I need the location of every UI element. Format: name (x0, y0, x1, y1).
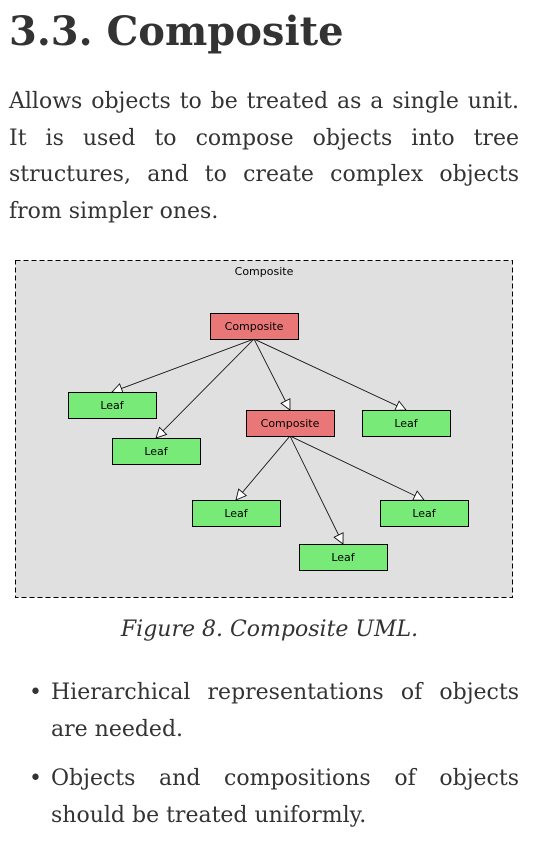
leaf-box (68, 392, 157, 419)
leaf-label: Leaf (224, 507, 248, 520)
bullet-item: • Hierarchical representations of object… (29, 675, 519, 748)
edge-sub-leaf4 (242, 435, 291, 493)
leaf-label: Leaf (412, 507, 436, 520)
leaf-box (192, 500, 281, 527)
section-title: 3.3. Composite (9, 8, 344, 55)
bullet-list: • Hierarchical representations of object… (0, 675, 539, 847)
leaf-label: Leaf (144, 445, 168, 458)
composite-label: Composite (225, 320, 284, 333)
leaf-node-leaf3: Leaf (362, 410, 451, 437)
figure-caption: Figure 8. Composite UML. (120, 617, 419, 642)
edge-arrowhead (280, 398, 291, 411)
diagram-frame-label: Composite (235, 265, 294, 278)
edge-arrowhead (155, 426, 168, 439)
edge-arrowhead (235, 488, 248, 501)
leaf-label: Leaf (331, 551, 355, 564)
leaf-box (380, 500, 469, 527)
edge-arrowhead (333, 532, 344, 545)
edge-root-leaf2 (162, 338, 255, 432)
leaf-node-leaf5: Leaf (299, 544, 388, 571)
composite-box (210, 313, 299, 340)
leaf-node-leaf2: Leaf (112, 438, 201, 465)
composite-node-sub: Composite (246, 410, 335, 437)
leaf-node-leaf6: Leaf (380, 500, 469, 527)
diagram-edges (111, 338, 425, 545)
bullet-marker: • (29, 766, 42, 791)
leaf-label: Leaf (100, 399, 124, 412)
intro-paragraph: Allows objects to be treated as a single… (9, 89, 519, 224)
edge-root-leaf1 (121, 338, 255, 389)
bullet-text: Hierarchical representations of objects … (51, 680, 519, 742)
edge-root-sub (253, 338, 286, 402)
leaf-label: Leaf (394, 417, 418, 430)
bullet-marker: • (29, 680, 42, 705)
leaf-node-leaf1: Leaf (68, 392, 157, 419)
leaf-node-leaf4: Leaf (192, 500, 281, 527)
bullet-item: • Objects and compositions of objects sh… (29, 761, 519, 834)
composite-label: Composite (261, 417, 320, 430)
leaf-box (362, 410, 451, 437)
edge-sub-leaf6 (289, 435, 416, 497)
edge-sub-leaf5 (289, 435, 339, 536)
bullet-text: Objects and compositions of objects shou… (51, 766, 519, 828)
leaf-box (112, 438, 201, 465)
composite-node-root: Composite (210, 313, 299, 340)
edge-root-leaf3 (253, 338, 398, 407)
leaf-box (299, 544, 388, 571)
composite-box (246, 410, 335, 437)
